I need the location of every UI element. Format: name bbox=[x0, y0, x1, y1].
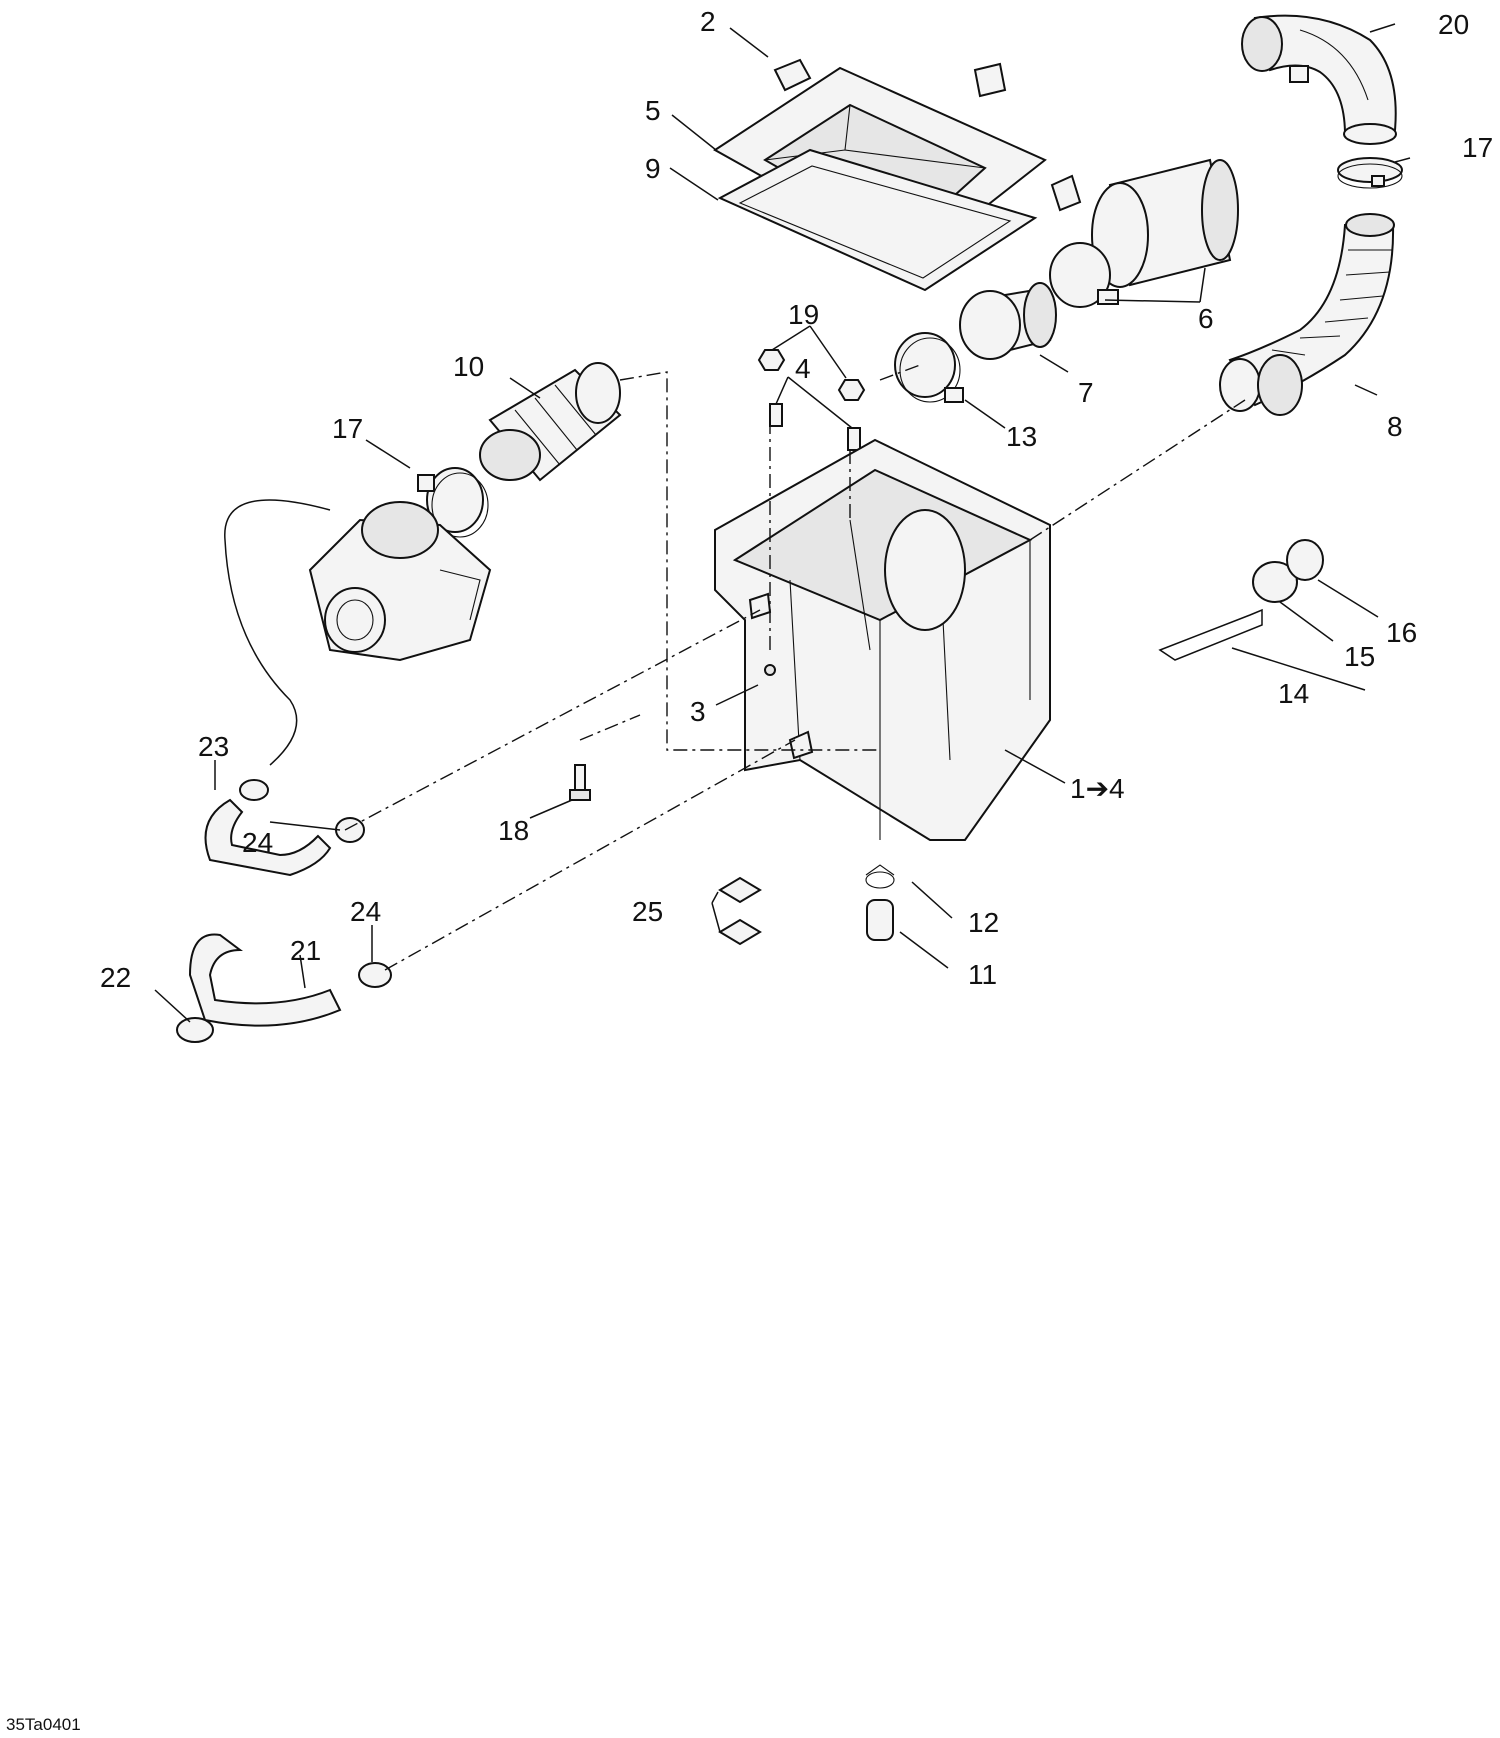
callout-labels: 2 5 9 20 17 6 19 4 10 7 8 17 13 16 15 14… bbox=[100, 6, 1493, 993]
callout-19: 19 bbox=[788, 299, 819, 330]
part-22-clamp bbox=[176, 1017, 214, 1043]
callout-14: 14 bbox=[1278, 678, 1309, 709]
callout-24-upper: 24 bbox=[242, 827, 273, 858]
part-16-cap bbox=[1286, 539, 1324, 581]
part-21-hose bbox=[188, 933, 342, 1027]
part-4-spacers bbox=[769, 403, 861, 451]
callout-18: 18 bbox=[498, 815, 529, 846]
callout-5: 5 bbox=[645, 95, 661, 126]
part-25-pads bbox=[718, 876, 762, 946]
callout-2: 2 bbox=[700, 6, 716, 37]
part-8-intake-tube bbox=[1219, 213, 1395, 416]
part-11-drain-tube bbox=[866, 899, 894, 941]
callout-24-lower: 24 bbox=[350, 896, 381, 927]
part-15-plug bbox=[1252, 561, 1298, 603]
callout-20: 20 bbox=[1438, 9, 1469, 40]
part-19-nuts bbox=[757, 349, 866, 401]
callout-11: 11 bbox=[968, 959, 997, 990]
part-9-filter-element bbox=[717, 148, 1038, 292]
callout-21: 21 bbox=[290, 935, 321, 966]
callout-12: 12 bbox=[968, 907, 999, 938]
leader-lines bbox=[154, 23, 1411, 1023]
part-10-boot bbox=[479, 362, 622, 482]
callout-13: 13 bbox=[1006, 421, 1037, 452]
callout-17-left: 17 bbox=[332, 413, 363, 444]
part-17-clamp-left bbox=[417, 467, 489, 538]
part-20-elbow-duct bbox=[1241, 14, 1397, 145]
callout-1-to-4: 1➔4 bbox=[1070, 773, 1125, 804]
callout-8: 8 bbox=[1387, 411, 1403, 442]
part-12-spring-clip bbox=[865, 864, 895, 889]
part-13-clamp bbox=[894, 332, 964, 403]
callout-6: 6 bbox=[1198, 303, 1214, 334]
carburetor bbox=[308, 501, 492, 662]
callout-23: 23 bbox=[198, 731, 229, 762]
part-14-retainer-wire bbox=[1158, 608, 1263, 661]
part-18-screw bbox=[569, 764, 591, 801]
part-7-coupler bbox=[959, 282, 1057, 360]
part-1-air-filter-housing bbox=[714, 438, 1051, 841]
callout-25: 25 bbox=[632, 896, 663, 927]
callout-7: 7 bbox=[1078, 377, 1094, 408]
callout-17-right: 17 bbox=[1462, 132, 1493, 163]
callout-4: 4 bbox=[795, 353, 811, 384]
callout-9: 9 bbox=[645, 153, 661, 184]
callout-16: 16 bbox=[1386, 617, 1417, 648]
callout-3: 3 bbox=[690, 696, 706, 727]
part-6-intake-adaptor bbox=[1049, 158, 1239, 308]
callout-10: 10 bbox=[453, 351, 484, 382]
callout-22: 22 bbox=[100, 962, 131, 993]
callout-15: 15 bbox=[1344, 641, 1375, 672]
diagram-code: 35Ta0401 bbox=[6, 1715, 81, 1734]
part-23-hose bbox=[204, 499, 332, 877]
part-2-clips bbox=[773, 58, 1082, 212]
part-17-clamp-right bbox=[1337, 157, 1403, 189]
